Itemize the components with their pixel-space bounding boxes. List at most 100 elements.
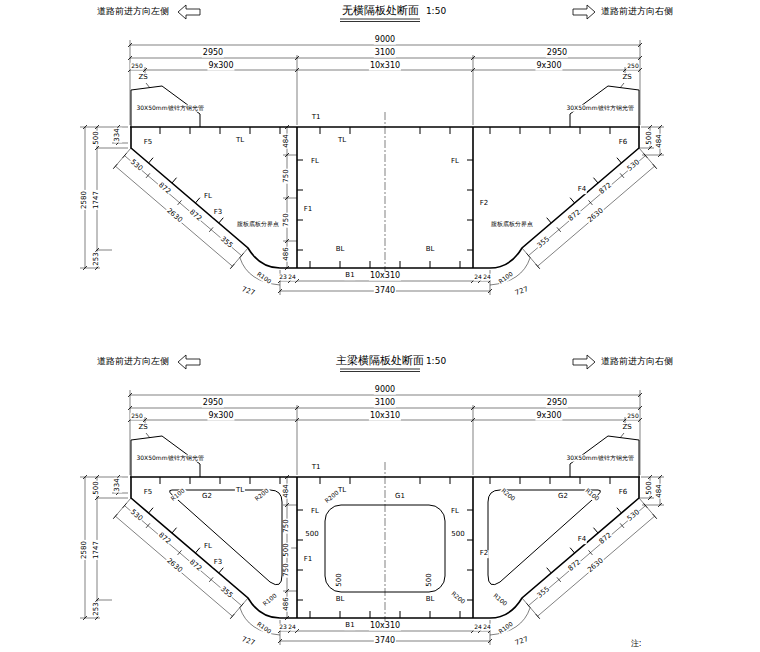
drawing-label: R100 [497,620,515,636]
drawing-label: R200 [449,590,467,606]
section-half [385,433,657,635]
drawing-label: R200 [499,487,517,503]
drawing-label: R100 [491,592,509,608]
drawing-label: 500 [283,542,291,557]
drawing-label: 3740 [374,637,396,646]
drawing-label: 30X50mm镀锌方钢光管 [135,455,204,462]
drawing-label: R100 [255,620,273,636]
drawing-label: 2950 [546,49,568,58]
drawing-label: 10x310 [369,622,401,631]
drawing-label: 500 [93,480,101,495]
section-half [113,433,385,635]
section-frame [80,355,664,645]
drawing-label: ZS [137,424,148,432]
drawing-label: 注: [630,640,643,649]
drawing-label: ZS [621,424,632,432]
drawing-label: 727 [513,286,530,298]
drawing-label: FL [310,508,320,516]
drawing-label: 872 [187,558,204,574]
drawing-label: 530 [128,158,145,174]
drawing-label: 750 [283,518,291,533]
drawing-label: 500 [93,130,101,145]
drawing-label: 250 [626,413,639,420]
drawing-label: 484 [283,133,291,148]
drawing-label: 486 [283,596,291,611]
drawing-label: 1:50 [425,7,447,17]
drawing-label: F1 [303,556,313,564]
drawing-label: 872 [567,208,584,224]
drawing-label: R100 [583,487,601,503]
drawing-label: 500 [450,531,465,539]
drawing-label: 10x310 [369,412,401,421]
drawing-label: 9x300 [535,412,562,421]
drawing-label: 2630 [164,207,184,226]
drawing-label: 1747 [93,540,101,560]
drawing-label: 10x310 [369,62,401,71]
drawing-label: 9x300 [207,62,234,71]
drawing-label: 30X50mm镀锌方钢光管 [565,455,634,462]
drawing-label: 道路前进方向左侧 [96,7,170,17]
drawing-label: 30X50mm镀锌方钢光管 [565,105,634,112]
drawing-label: 2630 [586,557,606,576]
drawing-label: 253 [93,251,101,266]
drawing-label: FL [203,543,213,551]
drawing-label: 872 [156,181,173,197]
drawing-label: BL [425,596,436,604]
drawing-label: FL [450,508,460,516]
drawing-label: F4 [577,536,587,544]
drawing-label: BL [335,596,346,604]
drawing-label: 9x300 [535,62,562,71]
drawing-label: F4 [577,186,587,194]
drawing-label: B1 [344,622,355,630]
drawing-label: F1 [303,206,313,214]
drawing-label: G2 [201,493,213,501]
drawing-label: B1 [344,272,355,280]
drawing-label: BL [335,246,346,254]
drawing-label: G2 [557,493,569,501]
drawing-label: 2950 [202,49,224,58]
drawing-label: 750 [283,168,291,183]
drawing-label: 727 [239,286,256,298]
drawing-label: TL [235,137,245,145]
drawing-label: 727 [513,636,530,648]
drawing-label: 355 [218,235,235,251]
drawing-label: R100 [255,270,273,286]
drawing-label: 750 [283,212,291,227]
drawing-label: 2580 [81,540,89,560]
drawing-label: 486 [283,246,291,261]
drawing-label: 9000 [374,36,396,45]
drawing-label: 500 [646,480,654,495]
drawing-label: F2 [479,550,489,558]
drawing-label: ZS [137,74,148,82]
section-half [385,83,657,285]
drawing-label: FL [310,158,320,166]
drawing-label: 2630 [586,207,606,226]
drawing-label: 750 [283,562,291,577]
drawing-label: 1747 [93,190,101,210]
drawing-label: 355 [536,235,553,251]
drawing-label: 2580 [81,190,89,210]
drawing-label: 727 [239,636,256,648]
drawing-label: 腹板底板分界点 [490,221,534,228]
drawing-label: 250 [130,413,143,420]
drawing-label: 道路前进方向右侧 [600,357,674,367]
drawing-label: 334 [114,127,122,142]
drawing-label: 3100 [374,399,396,408]
drawing-label: TL [235,487,245,495]
drawing-label: 872 [598,181,615,197]
drawing-label: F5 [143,139,153,147]
drawing-label: 道路前进方向右侧 [600,7,674,17]
drawing-label: F6 [618,139,628,147]
drawing-label: R100 [169,487,187,503]
drawing-label: 250 [626,63,639,70]
drawing-label: 484 [656,483,664,498]
drawing-label: 484 [656,133,664,148]
drawing-label: 530 [626,158,643,174]
drawing-label: 30X50mm镀锌方钢光管 [135,105,204,112]
section-frame [80,5,664,295]
drawing-label: 24 [287,624,297,631]
drawing-label: TL [337,137,347,145]
drawing-label: F5 [143,489,153,497]
